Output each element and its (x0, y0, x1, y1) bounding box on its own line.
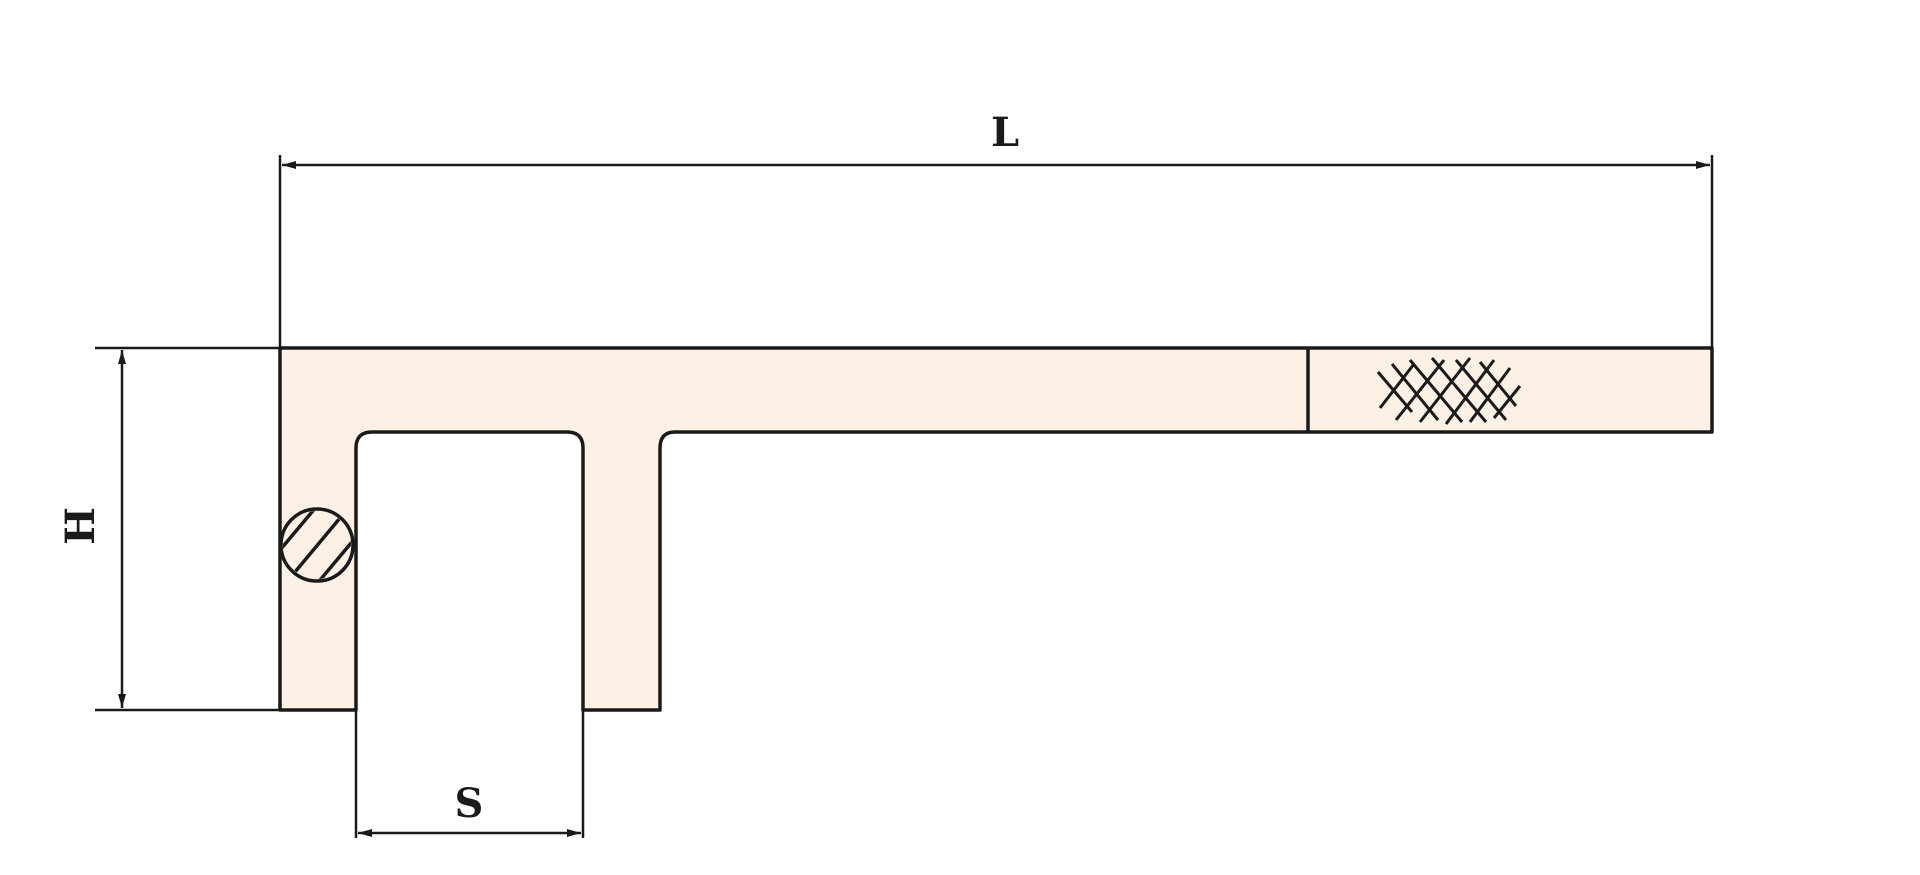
opening-arrow-right (567, 829, 581, 837)
height-dimension: H (57, 346, 280, 712)
opening-dimension: S (354, 710, 585, 838)
tool-body-outline (278, 346, 1714, 712)
length-label: L (991, 109, 1019, 156)
length-arrow-left (282, 161, 296, 169)
length-arrow-right (1696, 161, 1710, 169)
height-arrow-bottom (118, 694, 126, 708)
height-arrow-top (118, 350, 126, 364)
length-dimension: L (278, 109, 1714, 348)
tool-body-fill (280, 348, 1712, 710)
knurled-grip-icon (1376, 357, 1522, 425)
tool-body (278, 346, 1714, 712)
height-label: H (57, 507, 104, 545)
opening-arrow-left (358, 829, 372, 837)
opening-label: S (455, 780, 484, 827)
